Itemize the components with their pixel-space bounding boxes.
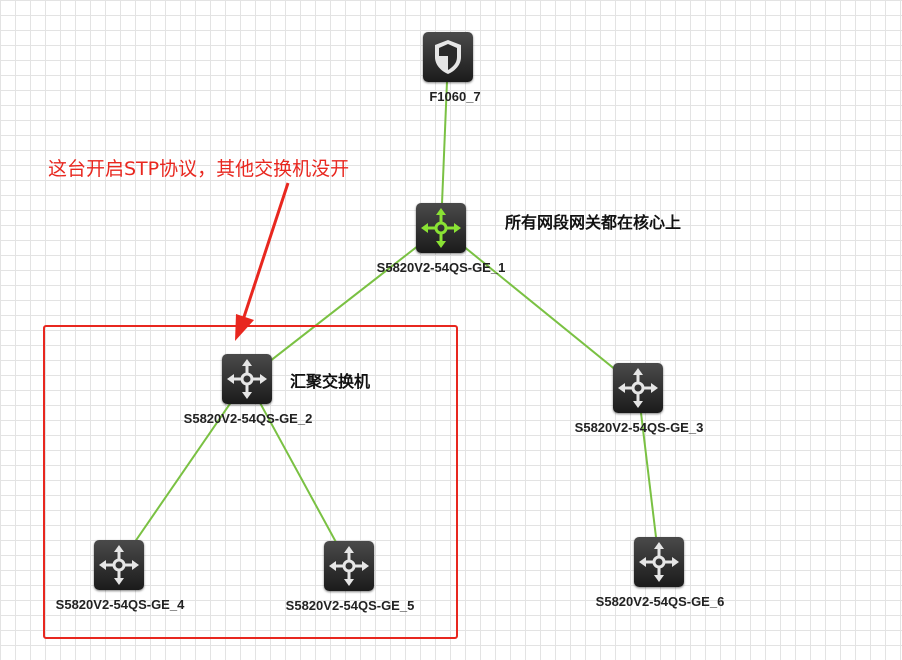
aggregation-group-box (43, 325, 458, 639)
switch-icon[interactable] (94, 540, 144, 590)
firewall-icon[interactable] (423, 32, 473, 82)
link-core-sw3 (440, 227, 639, 389)
switch-icon[interactable] (613, 363, 663, 413)
link-f1060-core (440, 56, 449, 229)
link-core-agg (246, 227, 442, 380)
switch-icon[interactable] (634, 537, 684, 587)
switch-icon[interactable] (222, 354, 272, 404)
node-label-sw5: S5820V2-54QS-GE_5 (285, 598, 415, 613)
node-label-sw4: S5820V2-54QS-GE_4 (55, 597, 185, 612)
link-agg-sw5 (246, 378, 350, 567)
node-label-agg: S5820V2-54QS-GE_2 (183, 411, 313, 426)
node-label-sw3: S5820V2-54QS-GE_3 (574, 420, 704, 435)
link-sw3-sw6 (637, 387, 660, 563)
core-gateway-note: 所有网段网关都在核心上 (505, 213, 682, 232)
aggregation-switch-note: 汇聚交换机 (290, 372, 371, 391)
node-label-core: S5820V2-54QS-GE_1 (376, 260, 506, 275)
node-label-sw6: S5820V2-54QS-GE_6 (595, 594, 725, 609)
stp-note: 这台开启STP协议，其他交换机没开 (48, 158, 350, 180)
link-agg-sw4 (118, 378, 248, 566)
switch-icon[interactable] (416, 203, 466, 253)
switch-icon[interactable] (324, 541, 374, 591)
node-label-f1060: F1060_7 (429, 89, 481, 104)
